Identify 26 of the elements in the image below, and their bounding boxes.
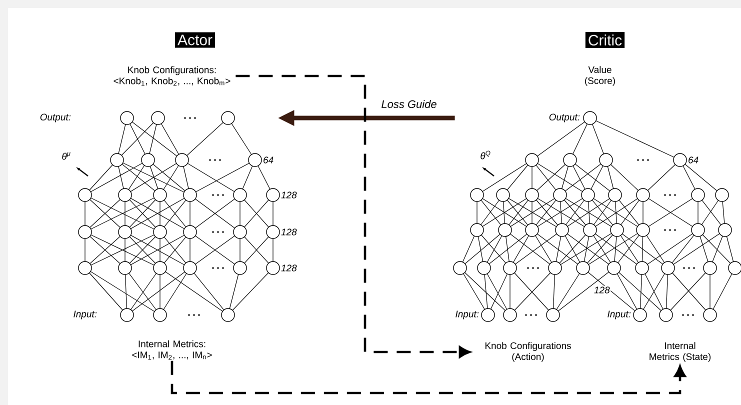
node-text: Knob Configurations: <Knob$_{1}$, Knob$_{2}$, ..., Knob$_{m}$> <box>114 66 230 86</box>
node-label: 128 <box>281 192 297 198</box>
node-label: θ$^{Q}$ <box>480 150 490 160</box>
node-label: Output: <box>40 114 71 122</box>
node-label: 128 <box>281 264 297 272</box>
node-label: 64 <box>264 156 274 164</box>
node-text: Knob Configurations (Action) <box>485 342 571 362</box>
edge-label: Loss Guide <box>380 98 438 110</box>
node-label: 128 <box>594 286 610 294</box>
node-label: 128 <box>281 228 297 236</box>
node-label: Input: <box>74 310 97 320</box>
node-label: θ$^{μ}$ <box>62 152 70 160</box>
neural-network-drawing: Output: θ$^{μ}$ 64 128 128 128 Input: <box>39 111 298 322</box>
arrow <box>278 110 455 126</box>
node-label: 64 <box>688 156 698 164</box>
node-label: Input: <box>608 310 631 320</box>
title-box: Critic <box>585 32 625 48</box>
neural-network-drawing: Output: θ$^{Q}$ 64 128 Input: Input: <box>453 111 741 322</box>
node-text: Internal Metrics (State) <box>650 342 711 362</box>
node-text: Internal Metrics: <IM$_{1}$, IM$_{2}$, ..., IM$_{n}$> <box>132 340 212 360</box>
title-box: Actor <box>175 32 215 48</box>
node-label: Output: <box>549 114 580 122</box>
node-label: Input: <box>456 310 479 320</box>
arrow <box>170 360 686 394</box>
arrow <box>236 74 470 358</box>
node-text: Value (Score) <box>585 66 615 86</box>
